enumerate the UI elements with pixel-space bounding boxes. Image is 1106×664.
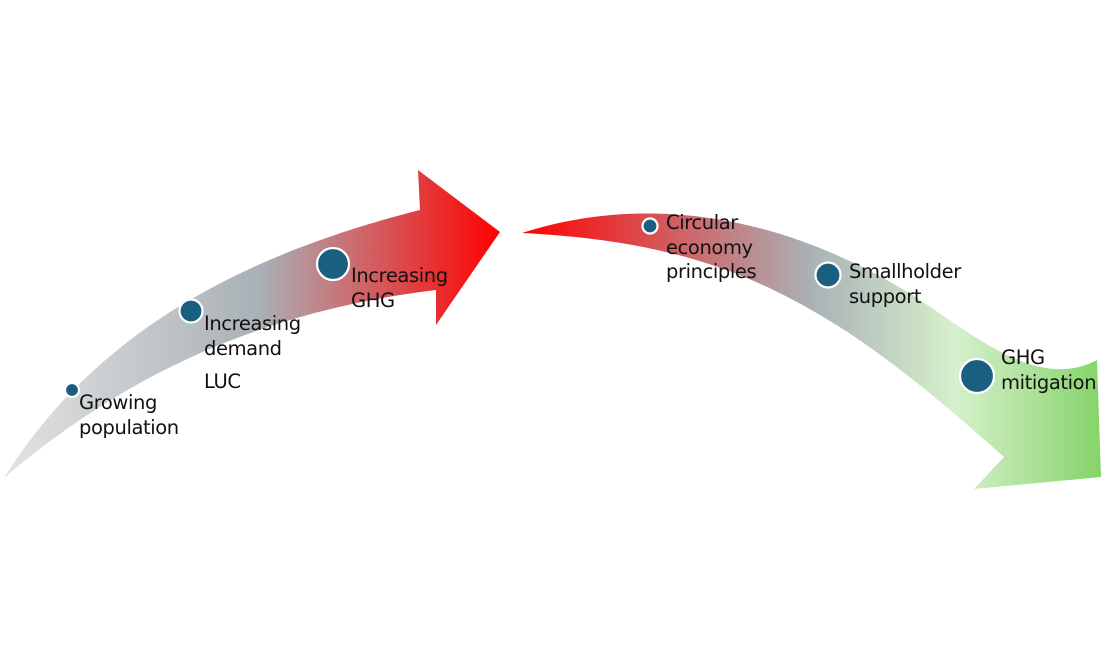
increasing-ghg-node-marker [315, 246, 351, 282]
circular-economy-label-line: principles [666, 260, 757, 283]
right-curved-arrow [522, 213, 1101, 489]
circular-economy-label-line: Circular [666, 211, 738, 234]
smallholder-support-label-line: Smallholder [849, 260, 961, 283]
increasing-ghg-label-line: Increasing [351, 264, 448, 287]
increasing-demand-label-line: demand [204, 336, 282, 360]
ghg-mitigation-label-line: mitigation [1001, 370, 1097, 394]
increasing-demand-extra-label: LUC [204, 370, 241, 393]
left-curved-arrow [4, 170, 500, 478]
circular-economy-node-marker [641, 217, 659, 235]
growing-population-label-line: population [79, 415, 179, 439]
increasing-ghg-label-line: GHG [351, 288, 395, 312]
smallholder-support-node-marker [814, 261, 842, 289]
circular-economy-label-line: economy [666, 235, 753, 259]
smallholder-support-label-line: support [849, 284, 922, 308]
increasing-demand-node-marker [178, 298, 204, 324]
ghg-mitigation-node-marker [958, 357, 996, 395]
increasing-demand-label-line: Increasing [204, 312, 301, 335]
ghg-mitigation-label-line: GHG [1001, 346, 1045, 369]
growing-population-node-marker [63, 381, 81, 399]
growing-population-label-line: Growing [79, 391, 157, 414]
